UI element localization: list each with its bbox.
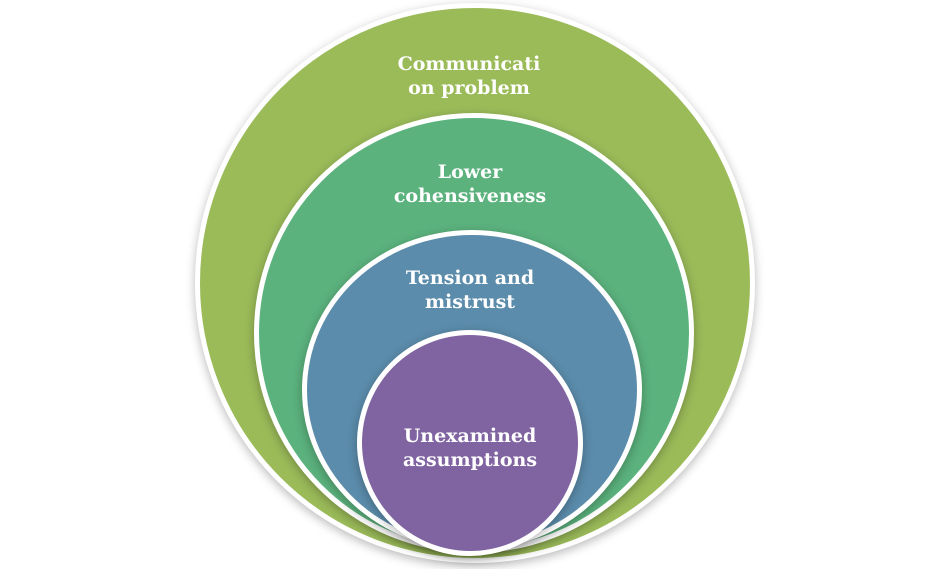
layer-unexamined-assumptions-label: Unexamined assumptions <box>402 425 538 471</box>
layer-tension-mistrust-label: Tension and mistrust <box>405 267 535 313</box>
layer-lower-cohesiveness-label: Lower cohensiveness <box>393 161 547 207</box>
layer-communication-problem-label: Communicati on problem <box>397 53 541 99</box>
layer-unexamined-assumptions-circle <box>357 330 583 556</box>
